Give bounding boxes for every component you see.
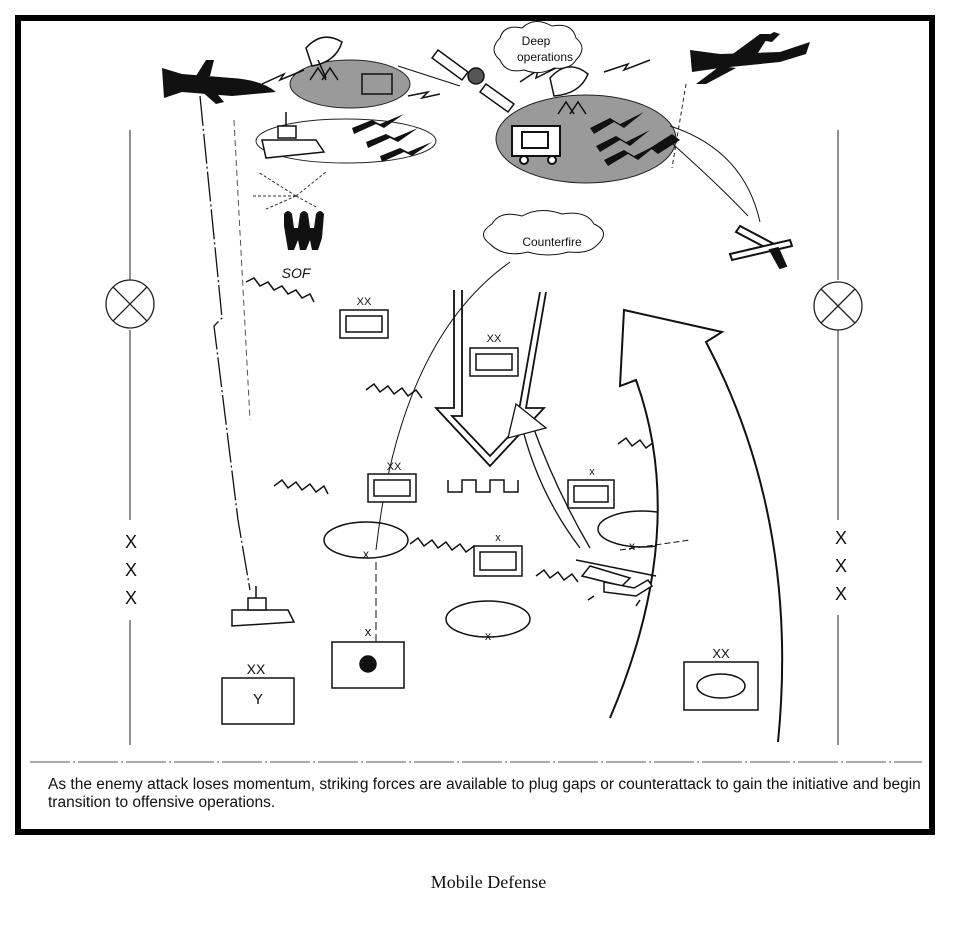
division-echelon: XX — [387, 461, 402, 473]
armor-reserve-echelon: XX — [712, 646, 730, 661]
comms-line-alt — [233, 119, 251, 421]
assembly-area — [323, 521, 409, 559]
svg-text:X: X — [835, 556, 847, 576]
radar-link-line — [397, 65, 461, 87]
lightning-link — [261, 69, 305, 85]
brigade-unit — [567, 479, 615, 509]
tank-icon — [261, 112, 326, 159]
division-unit — [469, 347, 519, 377]
attack-arc — [669, 125, 761, 223]
reserve-division — [221, 677, 295, 725]
truck-icon — [511, 125, 561, 165]
brigade-unit — [473, 545, 523, 577]
counterfire-arc — [375, 261, 511, 551]
attack-arc — [665, 137, 749, 217]
assembly-echelon: x — [629, 539, 635, 553]
diagram-frame — [15, 15, 935, 835]
svg-text:Deep: Deep — [522, 34, 551, 48]
diagram-caption: As the enemy attack loses momentum, stri… — [48, 776, 921, 811]
division-echelon: XX — [357, 296, 372, 308]
reserve-division-echelon: XX — [247, 661, 266, 677]
tank-icon — [231, 586, 296, 627]
svg-text:Counterfire: Counterfire — [522, 235, 582, 249]
division-unit — [339, 309, 389, 339]
sof-comms-arrows — [252, 171, 327, 211]
svg-text:X: X — [835, 584, 847, 604]
counterattack-arrowhead — [507, 402, 548, 439]
artillery-brigade-echelon: x — [365, 624, 372, 639]
svg-text:X: X — [125, 560, 137, 580]
radar-dish-icon — [549, 66, 589, 115]
figure-title: Mobile Defense — [430, 872, 547, 892]
attack-jet-icon — [728, 224, 794, 270]
lightning-link — [407, 90, 441, 100]
boundary-marker-icon — [105, 279, 155, 329]
strike-arrows-deep — [590, 112, 658, 166]
svg-text:X: X — [125, 588, 137, 608]
command-post-icon — [361, 73, 393, 95]
flot-trace — [245, 277, 673, 583]
sof-label: SOF — [282, 265, 312, 281]
helicopter-icon — [575, 559, 657, 607]
attack-jet-icon — [690, 32, 810, 84]
armor-reserve-division — [683, 661, 759, 711]
enemy-main-attack-arrow — [433, 290, 547, 468]
radar-dish-icon — [305, 36, 343, 81]
lightning-link — [519, 67, 557, 83]
svg-text:X: X — [125, 532, 137, 552]
deep-operations-cloud: Deep operations — [493, 21, 583, 74]
counterattack-thin-arrow — [531, 423, 591, 549]
strike-arrows-close — [352, 114, 432, 162]
counterfire-cloud: Counterfire — [483, 210, 604, 256]
reserve-division-symbol: Y — [253, 691, 263, 708]
assembly-echelon: x — [485, 629, 491, 643]
lightning-link — [603, 59, 651, 73]
division-unit — [367, 473, 417, 503]
aircraft-icon — [162, 60, 276, 104]
corps-echelon-left: X X X — [125, 532, 137, 608]
artillery-icon — [650, 134, 680, 154]
artillery-brigade — [331, 641, 405, 689]
assembly-echelon: x — [363, 547, 369, 561]
brigade-echelon: x — [495, 532, 501, 544]
long-comms-line — [199, 95, 251, 591]
assembly-area — [445, 600, 531, 638]
division-echelon: XX — [487, 333, 502, 345]
brigade-echelon: x — [589, 466, 595, 478]
corps-echelon-right: X X X — [835, 528, 847, 604]
svg-text:X: X — [835, 528, 847, 548]
soldiers-icon — [284, 211, 324, 250]
boundary-marker-icon — [813, 281, 863, 331]
helicopter-route — [619, 539, 691, 551]
svg-text:operations: operations — [517, 50, 573, 64]
satellite-icon — [430, 48, 516, 114]
jet-dashed-link — [671, 83, 687, 169]
